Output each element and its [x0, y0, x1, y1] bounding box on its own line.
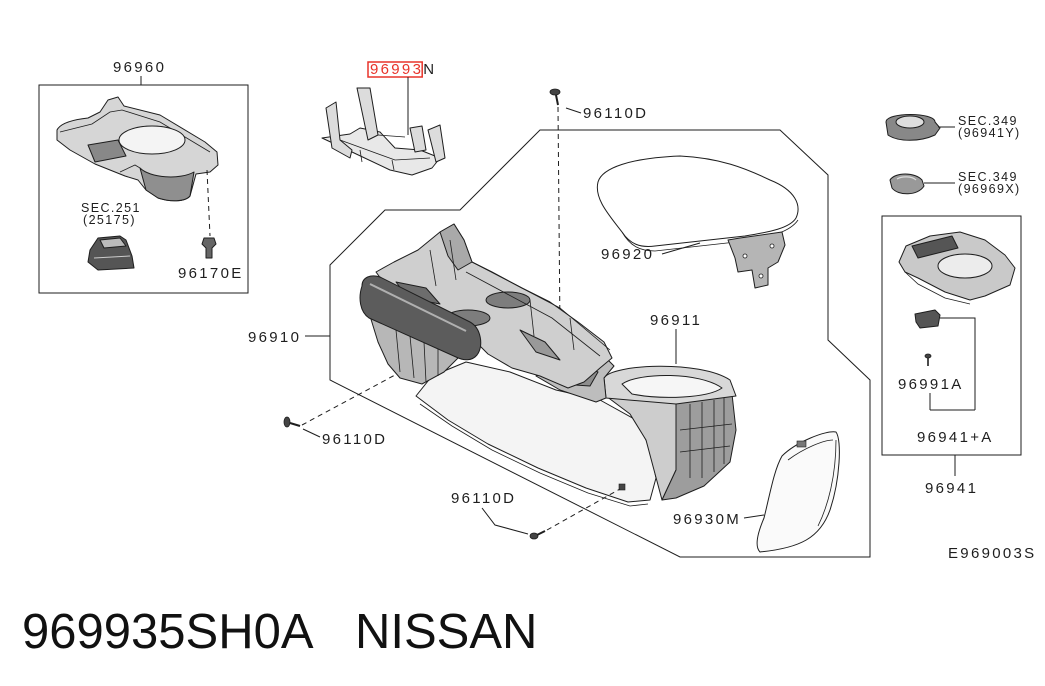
console-front-cap-highlight — [369, 283, 467, 332]
bracket-right-upright — [427, 124, 446, 163]
console-tray-part — [56, 96, 219, 202]
caption-brand: NISSAN — [355, 605, 537, 659]
tray-switch-recess — [87, 139, 127, 163]
screw-upper-dashed-line — [557, 106, 561, 331]
screw-lower-shank — [536, 530, 546, 536]
lid-leader — [661, 242, 701, 255]
console-body-group: 96910 96911 — [248, 223, 737, 507]
clip-part — [201, 237, 217, 259]
bracket-left-upright — [325, 101, 353, 159]
switch-section-ref: SEC.251 — [81, 201, 141, 215]
screw-upper-callout: 96110D — [583, 105, 648, 122]
switch-detail — [93, 255, 131, 259]
knob-part-highlight — [896, 176, 917, 181]
switch-part — [87, 235, 135, 271]
ring-part-center — [895, 115, 925, 129]
console-tray-group: 96960 96170E SEC.251 (25175) — [38, 59, 249, 294]
clip-callout: 96170E — [178, 265, 244, 282]
screw-side-group: 96110D — [283, 374, 396, 448]
switch-part-ref: (25175) — [83, 213, 136, 227]
bracket-detail — [339, 134, 431, 171]
console-rear-right-face — [661, 393, 737, 501]
lid-edge — [621, 219, 799, 252]
ring-section-ref: SEC.349 — [958, 114, 1018, 128]
screw-upper-shank — [555, 94, 559, 106]
console-body-callout: 96910 — [248, 329, 301, 346]
side-cover-edge — [787, 439, 837, 527]
console-frame-struct — [519, 329, 561, 361]
console-rear-ribs — [679, 398, 733, 478]
screw-upper-head-icon — [549, 88, 561, 96]
bracket-callout-suffix: N — [423, 61, 436, 78]
lid-hinge-bracket — [727, 231, 786, 289]
side-cover-tab — [796, 440, 807, 448]
bracket-part — [321, 87, 446, 176]
console-rear-callout: 96911 — [650, 312, 702, 329]
screw-upper-group: 96110D — [549, 88, 648, 331]
screw-side-leader — [302, 428, 321, 438]
side-cover-part — [756, 431, 840, 553]
finisher-callout: 96941 — [925, 480, 978, 497]
bracket-floor — [321, 127, 441, 176]
bracket-callout: 96993N — [370, 61, 436, 78]
console-tray-callout: 96960 — [113, 59, 166, 76]
finisher-edge — [904, 271, 971, 305]
screw-side-callout: 96110D — [322, 431, 387, 448]
bracket-inner-upright — [409, 125, 427, 153]
console-front-cap — [359, 275, 482, 361]
screw-side-shank — [289, 422, 301, 427]
tray-cupholder-bucket — [139, 167, 195, 202]
console-rear-opening — [621, 374, 723, 398]
finisher-connector-part — [914, 309, 941, 329]
finisher-set-callout: 96941+A — [917, 429, 994, 446]
console-tray-frame — [38, 84, 249, 294]
finisher-set-leader — [940, 317, 976, 410]
ring-part-ref: (96941Y) — [958, 126, 1021, 140]
caption-part-number: 969935SH0A — [22, 605, 314, 659]
knob-part-ref: (96969X) — [958, 182, 1021, 196]
knob-ref-group: SEC.349 (96969X) — [889, 170, 1021, 196]
lid-hinge-hole — [769, 243, 775, 249]
finisher-frame — [881, 215, 1022, 456]
bracket-highlight-box — [367, 61, 423, 78]
finisher-screw-callout: 96991A — [898, 376, 964, 393]
finisher-screw-head-icon — [924, 353, 932, 359]
side-cover-callout: 96930M — [673, 511, 741, 528]
console-lower-skirt — [369, 315, 461, 385]
console-skirt-ribs — [395, 329, 439, 383]
tray-side-lip — [119, 164, 141, 173]
screw-lower-group: 96110D — [451, 488, 621, 540]
side-cover-leader — [743, 514, 765, 519]
console-frame-rails — [429, 239, 611, 357]
lid-hinge-hole — [742, 253, 748, 259]
armrest-lid-group: 96920 — [596, 155, 799, 289]
tray-top-edge — [59, 109, 211, 153]
finisher-switch-panel — [911, 235, 959, 259]
lid-hinge-hole — [758, 273, 764, 279]
knob-section-ref: SEC.349 — [958, 170, 1018, 184]
screw-lower-leader — [481, 507, 529, 535]
screw-side-dashed-line — [301, 374, 396, 426]
screw-lower-callout: 96110D — [451, 490, 516, 507]
ring-ref-group: SEC.349 (96941Y) — [885, 114, 1021, 141]
lid-pad — [596, 155, 799, 247]
clip-dashed-line — [206, 169, 211, 237]
lid-callout: 96920 — [601, 246, 654, 263]
switch-top — [99, 237, 127, 249]
tray-cupholder-opening — [118, 125, 186, 155]
finisher-group: 96991A 96941+A 96941 — [881, 215, 1022, 497]
screw-lower-dashed-line — [546, 488, 621, 531]
finisher-boot-opening — [937, 253, 993, 279]
bracket-callout-highlighted: 96993 — [370, 61, 423, 78]
console-side-panel-edge — [419, 403, 649, 507]
figure-code: E969003S — [948, 545, 1036, 562]
side-cover-group: 96930M — [673, 431, 840, 553]
screw-upper-leader — [565, 107, 582, 114]
console-lower-clip — [618, 483, 626, 491]
screw-lower-head-icon — [529, 532, 539, 540]
bracket-group: 96993N — [321, 61, 446, 176]
screw-side-head-icon — [283, 416, 291, 428]
assembly-boundary — [329, 129, 871, 558]
